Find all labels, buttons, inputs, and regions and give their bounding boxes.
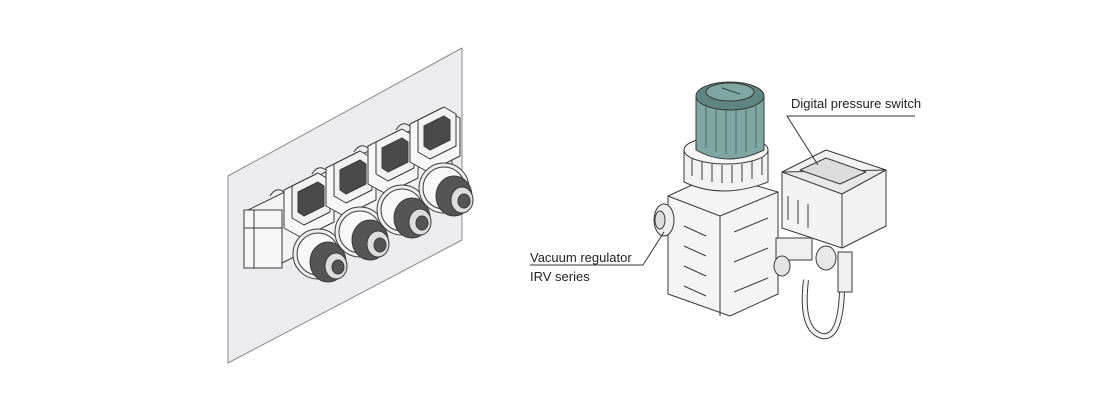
switch-top-panel (799, 157, 867, 185)
vacuum-regulator-illustration (530, 81, 915, 340)
vacuum-regulator-label: Vacuum regulator (530, 250, 632, 265)
leader-line-regulator (530, 231, 665, 266)
switch-screen-2 (339, 159, 367, 195)
manifold-end-block (243, 209, 283, 269)
regulator-unit-3 (367, 128, 432, 239)
regulator-unit-4 (409, 106, 474, 217)
manifold-illustration (227, 47, 474, 364)
irv-series-label: IRV series (530, 269, 590, 284)
switch-screen-4 (423, 115, 451, 151)
regulator-knob (695, 95, 765, 160)
regulator-body (667, 173, 779, 317)
regulator-unit-2 (325, 150, 390, 261)
fitting (775, 237, 813, 261)
switch-screen-1 (297, 181, 325, 217)
digital-pressure-switch-label: Digital pressure switch (791, 96, 922, 111)
switch-screen-3 (381, 137, 409, 173)
regulator-unit-1 (283, 172, 348, 283)
leader-line-switch (786, 115, 915, 166)
